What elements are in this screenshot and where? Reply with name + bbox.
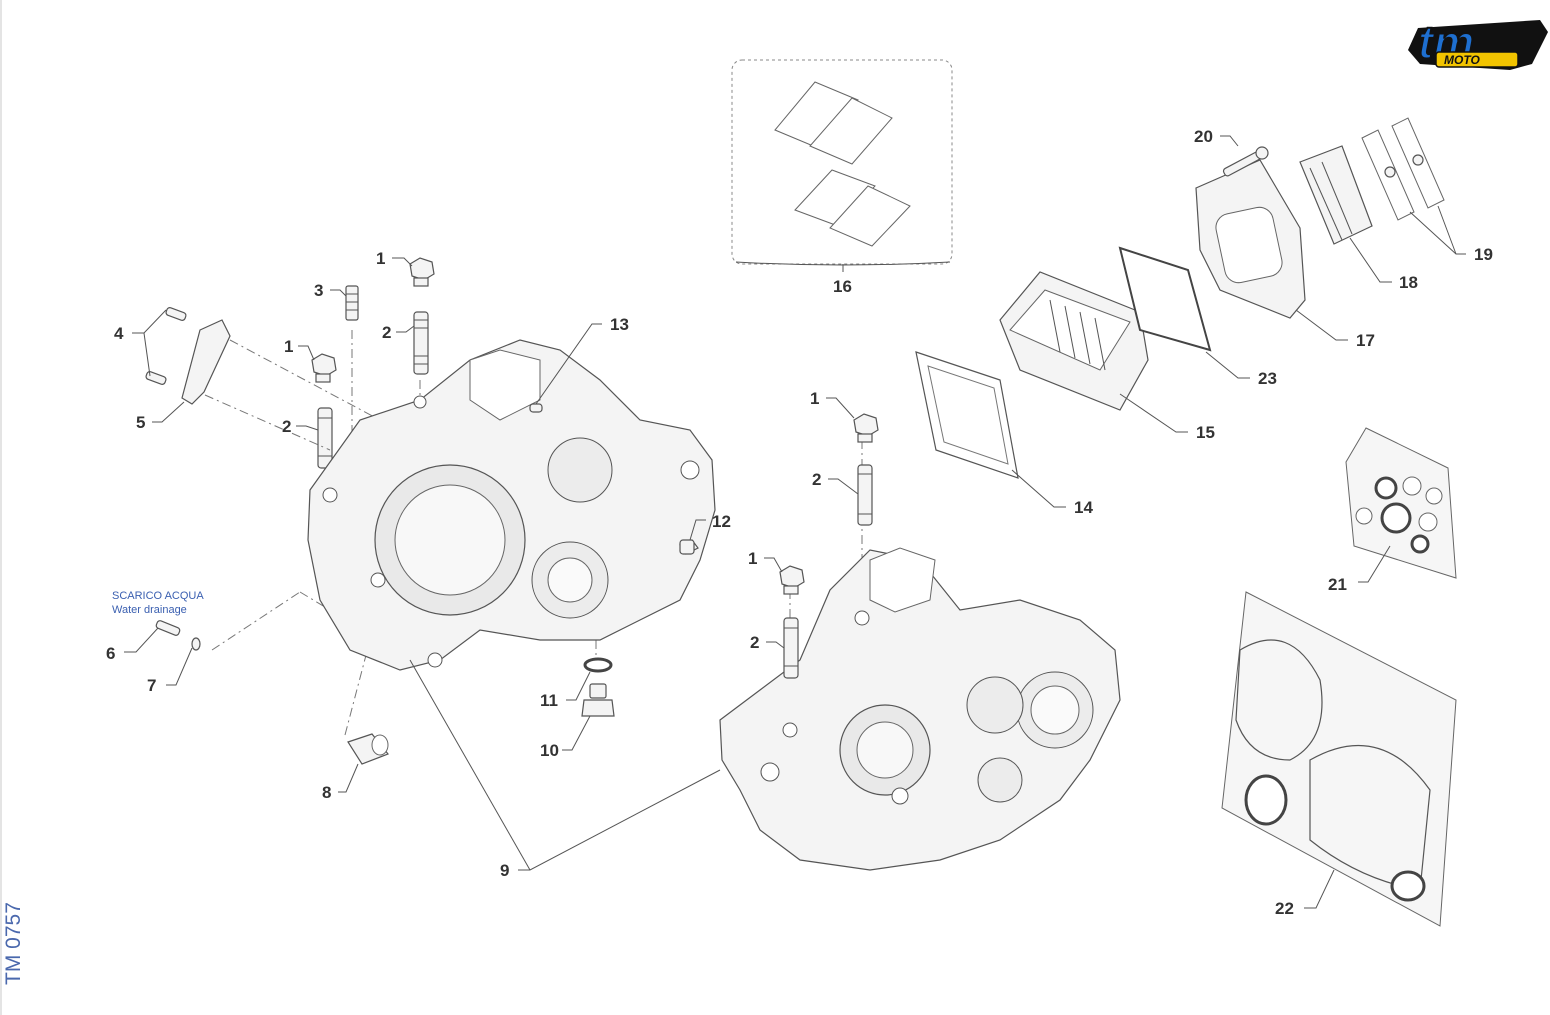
logo-text: tm xyxy=(1418,16,1474,68)
callout-2: 2 xyxy=(812,470,821,489)
callout-23: 23 xyxy=(1258,369,1277,388)
callout-2: 2 xyxy=(282,417,291,436)
hose-clamps xyxy=(1361,117,1445,221)
callout-11: 11 xyxy=(540,691,558,710)
callout-22: 22 xyxy=(1275,899,1294,918)
reed-petal-kit-box xyxy=(731,59,953,272)
note-line-1: SCARICO ACQUA xyxy=(112,590,204,602)
drain-washer xyxy=(191,637,201,651)
intake-gasket-23 xyxy=(1118,246,1212,352)
chain-guide-bracket xyxy=(181,319,231,405)
gasket-kit-bag xyxy=(1221,591,1457,927)
callout-1: 1 xyxy=(376,249,385,268)
document-id: TM 0757 xyxy=(2,902,25,985)
stud-right-upper xyxy=(857,464,873,526)
crankcase-nut-upper xyxy=(409,257,435,287)
crankcase-right-half xyxy=(719,547,1121,871)
callout-21: 21 xyxy=(1328,575,1347,594)
callout-9: 9 xyxy=(500,861,509,880)
callout-10: 10 xyxy=(540,741,559,760)
leader-lines xyxy=(124,135,1466,909)
callout-18: 18 xyxy=(1399,273,1418,292)
stud-right-lower xyxy=(783,617,799,679)
water-drainage-note: SCARICO ACQUA Water drainage xyxy=(112,590,204,616)
callout-17: 17 xyxy=(1356,331,1375,350)
drain-screw xyxy=(155,620,181,636)
manifold-bolt xyxy=(1222,146,1269,177)
logo-subtext: MOTO xyxy=(1444,53,1480,67)
callout-5: 5 xyxy=(136,413,145,432)
callout-19: 19 xyxy=(1474,245,1493,264)
callout-12: 12 xyxy=(712,512,731,531)
intake-gasket-14 xyxy=(915,351,1019,479)
callout-16: 16 xyxy=(833,277,852,296)
callout-20: 20 xyxy=(1194,127,1213,146)
callout-13: 13 xyxy=(610,315,629,334)
crankcase-left-half xyxy=(307,339,716,671)
stud-middle xyxy=(317,407,333,469)
callout-7: 7 xyxy=(147,676,156,695)
pin-item-12 xyxy=(679,539,695,555)
callout-2: 2 xyxy=(382,323,391,342)
seal-kit-bag xyxy=(1345,427,1457,579)
screws-item-4 xyxy=(145,307,187,385)
reed-valve-block xyxy=(999,271,1149,411)
brand-logo: tm MOTO xyxy=(1408,15,1548,70)
callout-labels: 1 2 3 1 2 4 5 6 7 8 9 10 11 12 13 1 2 1 … xyxy=(106,127,1493,918)
callout-14: 14 xyxy=(1074,498,1093,517)
callout-1: 1 xyxy=(748,549,757,568)
callout-3: 3 xyxy=(314,281,323,300)
callout-2: 2 xyxy=(750,633,759,652)
intake-boot xyxy=(1299,145,1373,245)
stud-upper xyxy=(413,311,429,375)
crankcase-nut-right-upper xyxy=(853,413,879,443)
dowel-pin xyxy=(345,285,359,321)
callout-1: 1 xyxy=(284,337,293,356)
crankcase-nut-middle xyxy=(311,353,337,383)
callout-15: 15 xyxy=(1196,423,1215,442)
crankcase-nut-right-lower xyxy=(779,565,805,595)
bushing xyxy=(347,733,389,765)
callout-8: 8 xyxy=(322,783,331,802)
drain-plug-seal xyxy=(583,657,613,673)
intake-manifold xyxy=(1195,159,1306,319)
drain-plug xyxy=(581,683,615,717)
note-line-2: Water drainage xyxy=(112,604,187,616)
callout-1: 1 xyxy=(810,389,819,408)
callout-6: 6 xyxy=(106,644,115,663)
callout-4: 4 xyxy=(114,324,124,343)
